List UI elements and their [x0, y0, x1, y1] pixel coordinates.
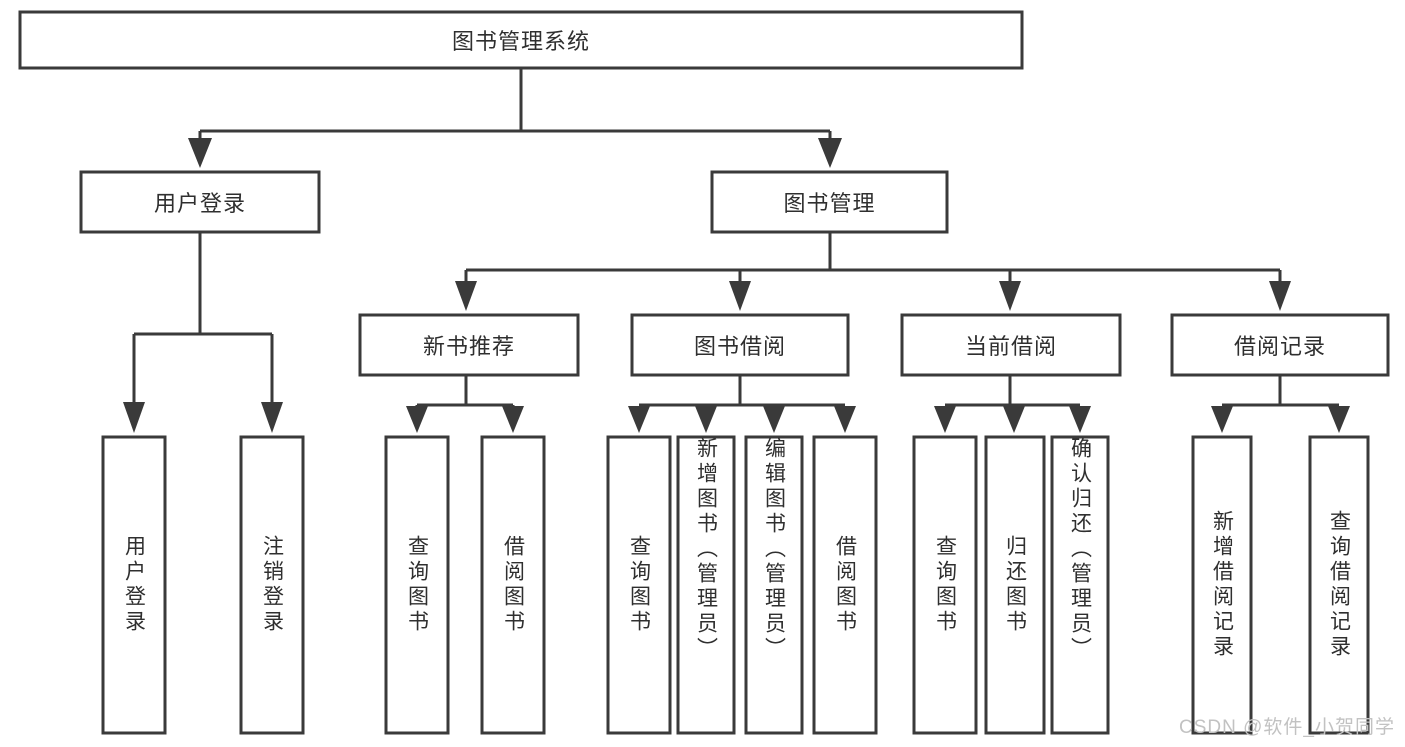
node-box-leaf-query-book-recommend[interactable]	[384, 435, 450, 735]
connector-group-user-login-to-leaves	[123, 232, 283, 433]
node-box-leaf-return-book[interactable]	[984, 435, 1046, 735]
arrow-query-book-borrow	[628, 406, 650, 433]
connector-group-book-manage-to-level3	[455, 232, 1291, 311]
node-box-leaf-logout[interactable]	[239, 435, 305, 735]
arrow-leaf-user-login	[123, 402, 145, 433]
arrow-book-borrow	[729, 281, 751, 311]
arrow-confirm-return-admin	[1069, 406, 1091, 433]
node-box-leaf-query-borrow-record[interactable]	[1308, 435, 1370, 735]
arrow-leaf-logout	[261, 402, 283, 433]
node-box-book-borrow[interactable]	[630, 313, 850, 377]
arrow-return-book	[1003, 406, 1025, 433]
node-box-leaf-user-login[interactable]	[101, 435, 167, 735]
csdn-watermark: CSDN @软件_小贺同学	[1179, 717, 1395, 738]
node-box-leaf-borrow-book-recommend[interactable]	[480, 435, 546, 735]
arrow-query-book-recommend	[406, 406, 428, 433]
arrow-borrow-book	[834, 406, 856, 433]
arrow-new-book-recommend	[455, 281, 477, 311]
node-box-root[interactable]	[18, 10, 1024, 70]
connector-group-new-book-recommend-to-leaves	[406, 375, 524, 433]
node-box-leaf-borrow-book[interactable]	[812, 435, 878, 735]
node-box-leaf-query-book-borrow[interactable]	[606, 435, 672, 735]
node-box-new-book-recommend[interactable]	[358, 313, 580, 377]
node-box-user-login[interactable]	[79, 170, 321, 234]
arrow-borrow-records	[1269, 281, 1291, 311]
arrow-book-manage	[818, 138, 842, 168]
arrow-current-borrow	[999, 281, 1021, 311]
arrow-add-borrow-record	[1211, 406, 1233, 433]
node-box-leaf-confirm-return-admin[interactable]	[1050, 435, 1110, 735]
arrow-user-login	[188, 138, 212, 168]
arrow-query-borrow-record	[1328, 406, 1350, 433]
connector-group-current-borrow-to-leaves	[934, 375, 1091, 433]
node-box-leaf-query-book-current[interactable]	[912, 435, 978, 735]
arrow-edit-book-admin	[763, 406, 785, 433]
connector-group-book-borrow-to-leaves	[628, 375, 856, 433]
node-box-leaf-add-book-admin[interactable]	[676, 435, 736, 735]
node-box-borrow-records[interactable]	[1170, 313, 1390, 377]
node-box-leaf-edit-book-admin[interactable]	[744, 435, 804, 735]
arrow-borrow-book-recommend	[502, 406, 524, 433]
connector-group-root-to-level2	[188, 68, 842, 168]
arrow-query-book-current	[934, 406, 956, 433]
arrow-add-book-admin	[695, 406, 717, 433]
node-box-book-manage[interactable]	[710, 170, 949, 234]
node-box-current-borrow[interactable]	[900, 313, 1122, 377]
node-box-leaf-add-borrow-record[interactable]	[1191, 435, 1253, 735]
connector-group-borrow-records-to-leaves	[1211, 375, 1350, 433]
